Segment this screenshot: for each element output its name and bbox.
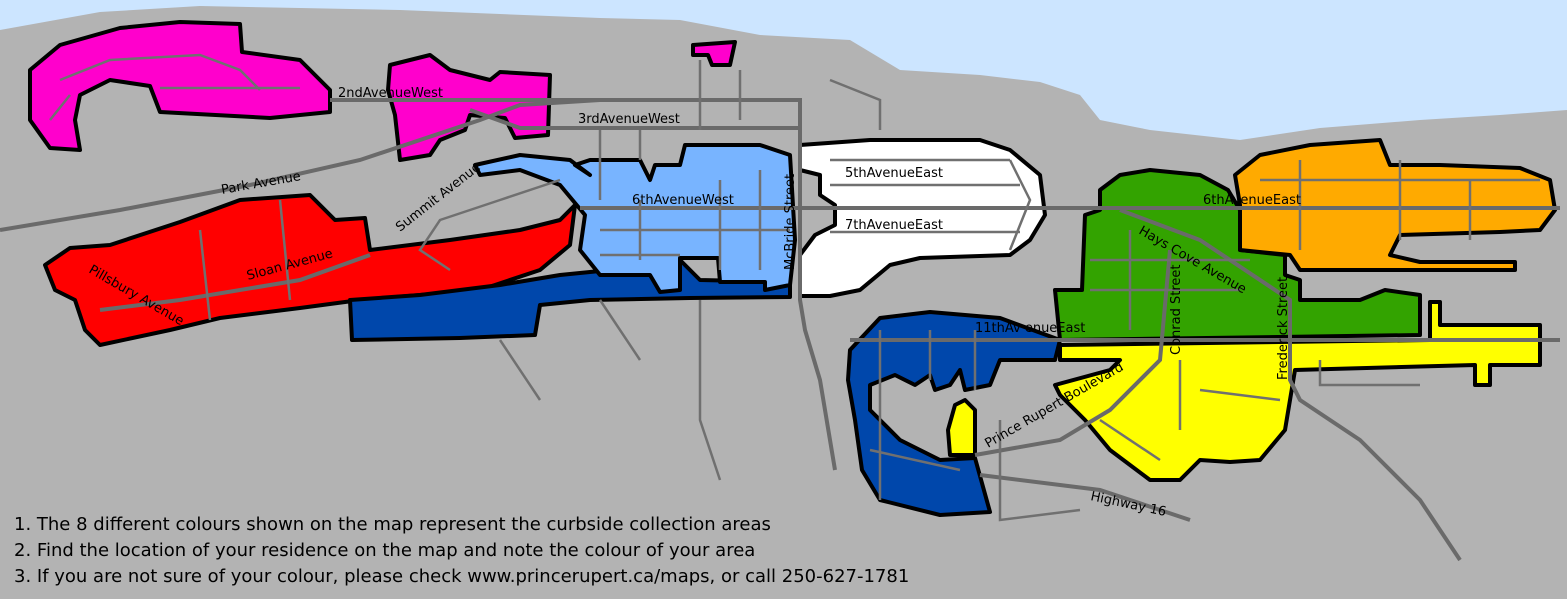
label-11th-avenue-east: 11thAv enueEast — [975, 321, 1085, 336]
instruction-3: 3. If you are not sure of your colour, p… — [14, 566, 910, 587]
label-3rd-avenue-west: 3rdAvenueWest — [578, 112, 680, 127]
zone-white — [798, 138, 1047, 298]
label-conrad-street: Conrad Street — [1169, 265, 1184, 355]
zone-yellow-main — [1053, 300, 1542, 482]
instructions: 1. The 8 different colours shown on the … — [14, 512, 909, 590]
label-6th-avenue-east: 6thAvenueEast — [1203, 193, 1301, 208]
label-frederick-street: Frederick Street — [1276, 277, 1291, 380]
label-mcbride-street: McBride Street — [783, 174, 798, 270]
zone-yellow-small — [946, 398, 977, 457]
label-2nd-avenue-west: 2ndAvenueWest — [338, 86, 443, 101]
label-6th-avenue-west: 6thAvenueWest — [632, 193, 734, 208]
zone-red — [43, 193, 577, 347]
label-highway-16: Highway 16 — [1089, 489, 1167, 520]
zone-green — [1053, 168, 1422, 342]
zone-orange — [1233, 138, 1557, 272]
zone-magenta-mid — [386, 53, 552, 162]
zone-magenta-west — [28, 20, 332, 152]
label-park-avenue: Park Avenue — [220, 169, 302, 198]
instruction-2: 2. Find the location of your residence o… — [14, 540, 756, 561]
instruction-1: 1. The 8 different colours shown on the … — [14, 514, 771, 535]
water — [0, 0, 1567, 140]
street-network — [0, 53, 1560, 562]
label-7th-avenue-east: 7thAvenueEast — [845, 218, 943, 233]
zone-magenta-small — [691, 40, 737, 67]
label-5th-avenue-east: 5thAvenueEast — [845, 166, 943, 181]
